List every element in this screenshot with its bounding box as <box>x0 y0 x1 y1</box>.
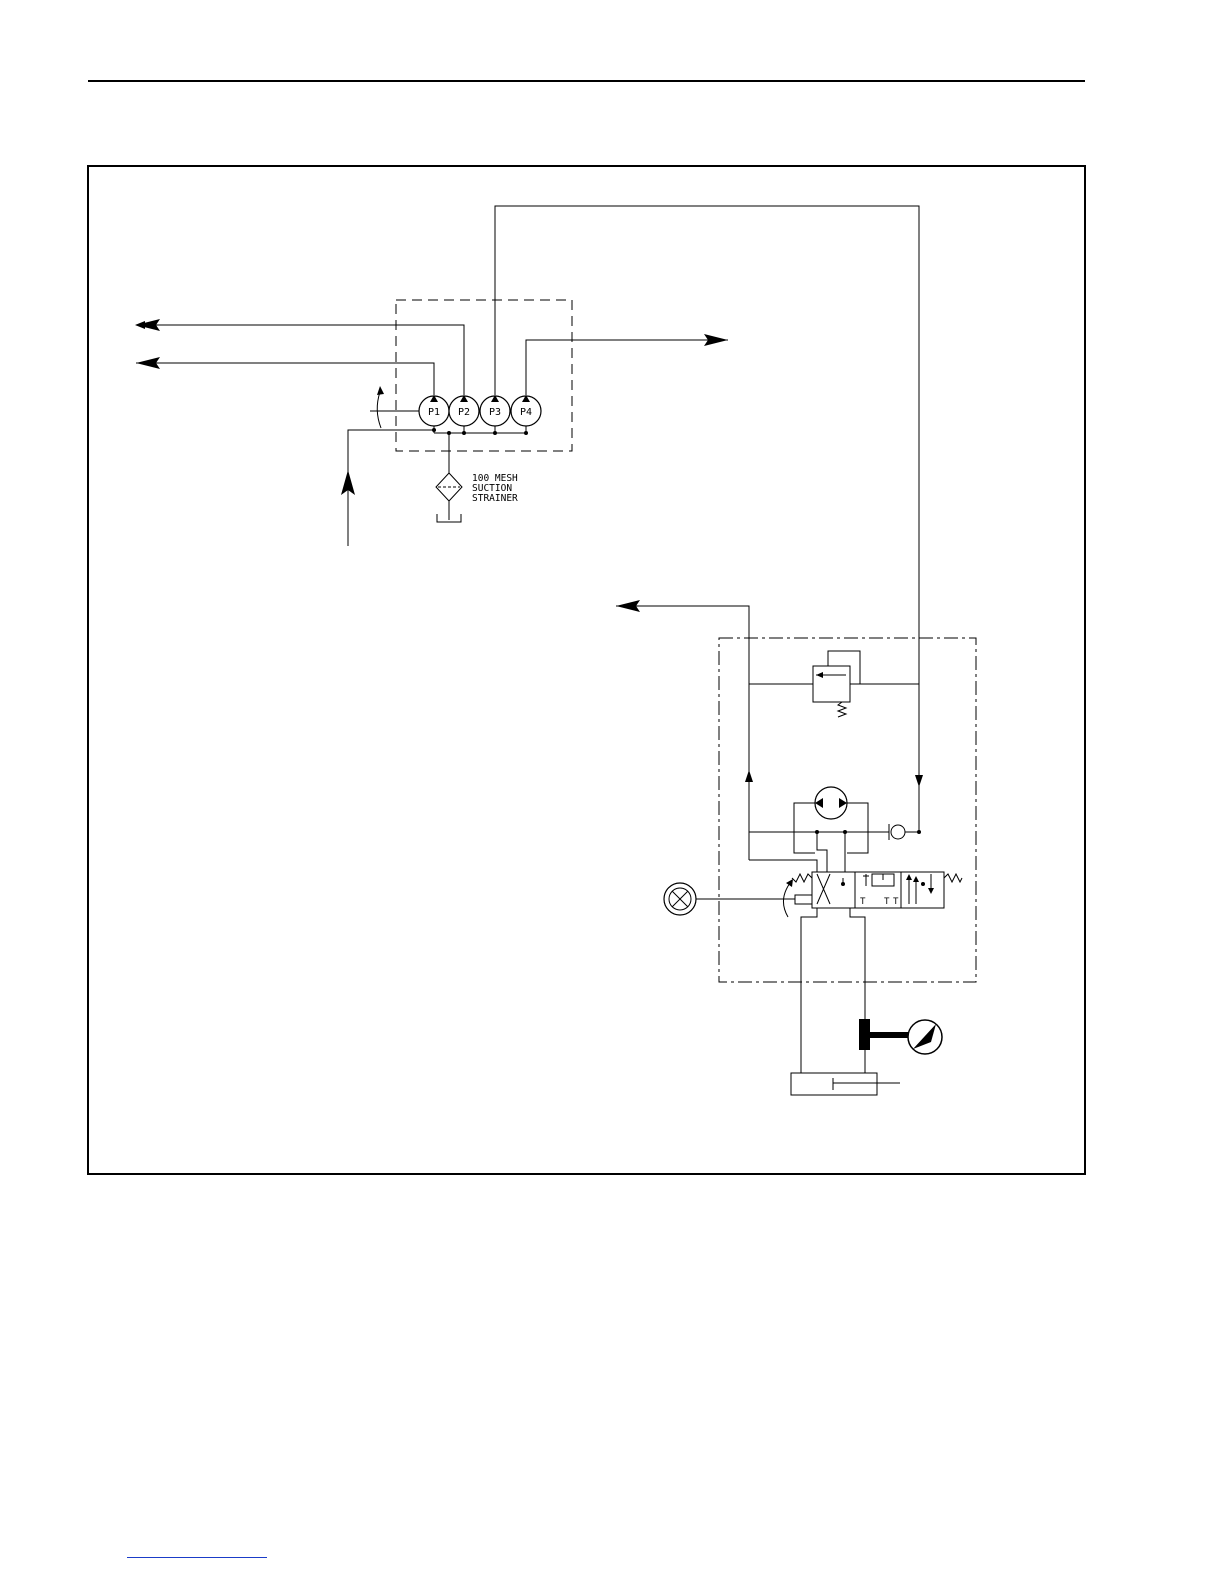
pump-p2-label: P2 <box>458 407 470 418</box>
junction-dot <box>917 830 921 834</box>
check-valve-icon <box>889 824 905 840</box>
pump-p1-label: P1 <box>428 407 440 418</box>
motor-loop <box>847 803 868 853</box>
directional-valve-icon <box>792 872 962 908</box>
steering-rotation-arrow <box>783 883 790 917</box>
pump-p4: P4 <box>511 395 541 426</box>
junction-dot <box>524 431 528 435</box>
rotation-arrow <box>377 392 381 428</box>
valve-port-t3: T <box>893 896 899 906</box>
strainer-label-line3: STRAINER <box>472 493 518 504</box>
pressure-gauge-icon <box>859 1019 942 1054</box>
rotation-arrow-head <box>377 386 384 395</box>
return-line <box>616 606 749 860</box>
valve-port-t1: T <box>860 896 866 906</box>
steering-cylinder-icon <box>791 1073 900 1095</box>
valve-port-t2: T <box>884 896 890 906</box>
motor-loop <box>794 803 815 853</box>
pump-p3: P3 <box>480 395 510 426</box>
valve-port-line <box>749 860 817 872</box>
return-flow-arrow <box>745 770 753 782</box>
pump-p1: P1 <box>419 395 449 426</box>
cylinder-line-left <box>801 908 817 1073</box>
junction-dot <box>493 431 497 435</box>
p1-outlet-line <box>136 363 434 395</box>
steering-wheel-icon <box>664 883 696 915</box>
pump-group-enclosure <box>396 300 572 451</box>
pump-p4-label: P4 <box>520 407 532 418</box>
p2-outlet-line <box>136 325 464 395</box>
footer-link-rule <box>127 1557 267 1558</box>
p4-outlet-line <box>526 340 728 395</box>
drive-input-line <box>348 430 434 546</box>
strainer-icon <box>436 473 462 501</box>
pump-p2: P2 <box>449 395 479 426</box>
pump-p3-label: P3 <box>489 407 501 418</box>
p3-outlet-line <box>495 206 919 785</box>
motor-icon <box>815 787 847 819</box>
steering-rotation-arrow-head <box>786 879 793 887</box>
junction-dot <box>462 431 466 435</box>
valve-port-line <box>817 832 827 872</box>
steering-coupler <box>795 895 812 904</box>
